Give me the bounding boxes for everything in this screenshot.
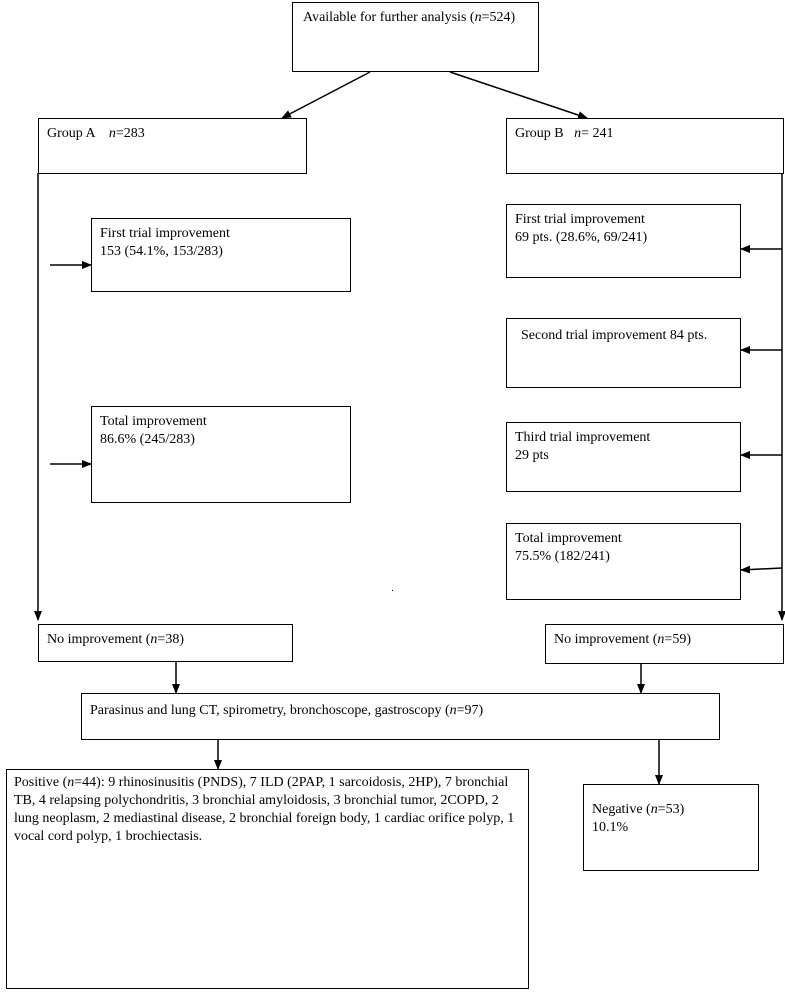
b-no-improvement-box: No improvement (n=59) — [545, 624, 784, 664]
b-no-improvement-label: No improvement (n=59) — [554, 632, 691, 647]
b-third-trial-box: Third trial improvement 29 pts — [506, 422, 741, 492]
group-a-box: Group A n=283 — [38, 118, 307, 174]
available-label: Available for further analysis (n=524) — [303, 10, 516, 25]
arrow-to-group-a — [281, 71, 371, 119]
b-total-title: Total improvement — [515, 531, 622, 546]
arrow-to-group-b — [449, 71, 588, 119]
exams-label: Parasinus and lung CT, spirometry, bronc… — [90, 703, 484, 718]
b-total-box: Total improvement 75.5% (182/241) — [506, 523, 741, 600]
b-first-trial-value: 69 pts. (28.6%, 69/241) — [515, 230, 648, 245]
b-second-trial-box: Second trial improvement 84 pts. — [506, 318, 741, 388]
b-total-value: 75.5% (182/241) — [515, 549, 610, 564]
a-first-trial-title: First trial improvement — [100, 226, 230, 241]
b-third-trial-value: 29 pts — [515, 448, 549, 463]
a-total-box: Total improvement 86.6% (245/283) — [91, 406, 351, 503]
positive-box: Positive (n=44): 9 rhinosinusitis (PNDS)… — [6, 769, 529, 989]
stray-dot — [392, 590, 393, 591]
exams-box: Parasinus and lung CT, spirometry, bronc… — [81, 693, 720, 740]
a-first-trial-box: First trial improvement 153 (54.1%, 153/… — [91, 218, 351, 292]
b-first-trial-box: First trial improvement 69 pts. (28.6%, … — [506, 204, 741, 278]
positive-label: Positive (n=44): 9 rhinosinusitis (PNDS)… — [14, 775, 515, 844]
arrow-b-total — [740, 565, 783, 574]
b-first-trial-title: First trial improvement — [515, 212, 645, 227]
a-total-title: Total improvement — [100, 414, 207, 429]
group-b-box: Group B n= 241 — [506, 118, 784, 174]
group-b-label: Group B n= 241 — [515, 126, 614, 141]
available-box: Available for further analysis (n=524) — [292, 2, 539, 72]
a-total-value: 86.6% (245/283) — [100, 432, 195, 447]
negative-title: Negative (n=53) — [592, 802, 685, 817]
a-no-improvement-label: No improvement (n=38) — [47, 632, 184, 647]
a-first-trial-value: 153 (54.1%, 153/283) — [100, 244, 223, 259]
negative-box: Negative (n=53) 10.1% — [583, 784, 759, 871]
a-no-improvement-box: No improvement (n=38) — [38, 624, 293, 662]
b-second-trial-label: Second trial improvement 84 pts. — [521, 328, 708, 343]
group-a-label: Group A n=283 — [47, 126, 145, 141]
negative-value: 10.1% — [592, 820, 629, 835]
b-third-trial-title: Third trial improvement — [515, 430, 651, 445]
